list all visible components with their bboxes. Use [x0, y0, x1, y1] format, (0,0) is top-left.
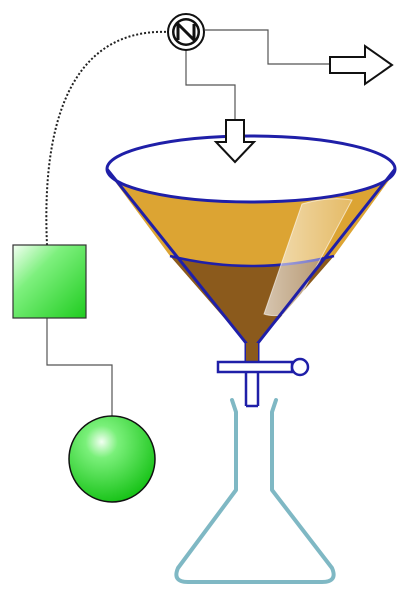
outlet-wire	[205, 29, 330, 65]
glass-highlight	[263, 198, 353, 317]
dotted-signal-wire	[45, 30, 171, 246]
stopcock-handle[interactable]	[290, 357, 310, 377]
sensor-wire	[46, 318, 113, 420]
wiring	[45, 29, 330, 420]
erlenmeyer-flask	[174, 398, 336, 584]
stopcock-valve[interactable]	[216, 357, 310, 408]
inlet-wire	[185, 50, 236, 120]
outlet-arrow-icon	[329, 44, 394, 86]
green-sensor-ball	[68, 415, 156, 503]
separatory-funnel	[105, 134, 397, 362]
switching-regulator-icon	[167, 13, 205, 51]
green-controller-box	[12, 244, 87, 319]
